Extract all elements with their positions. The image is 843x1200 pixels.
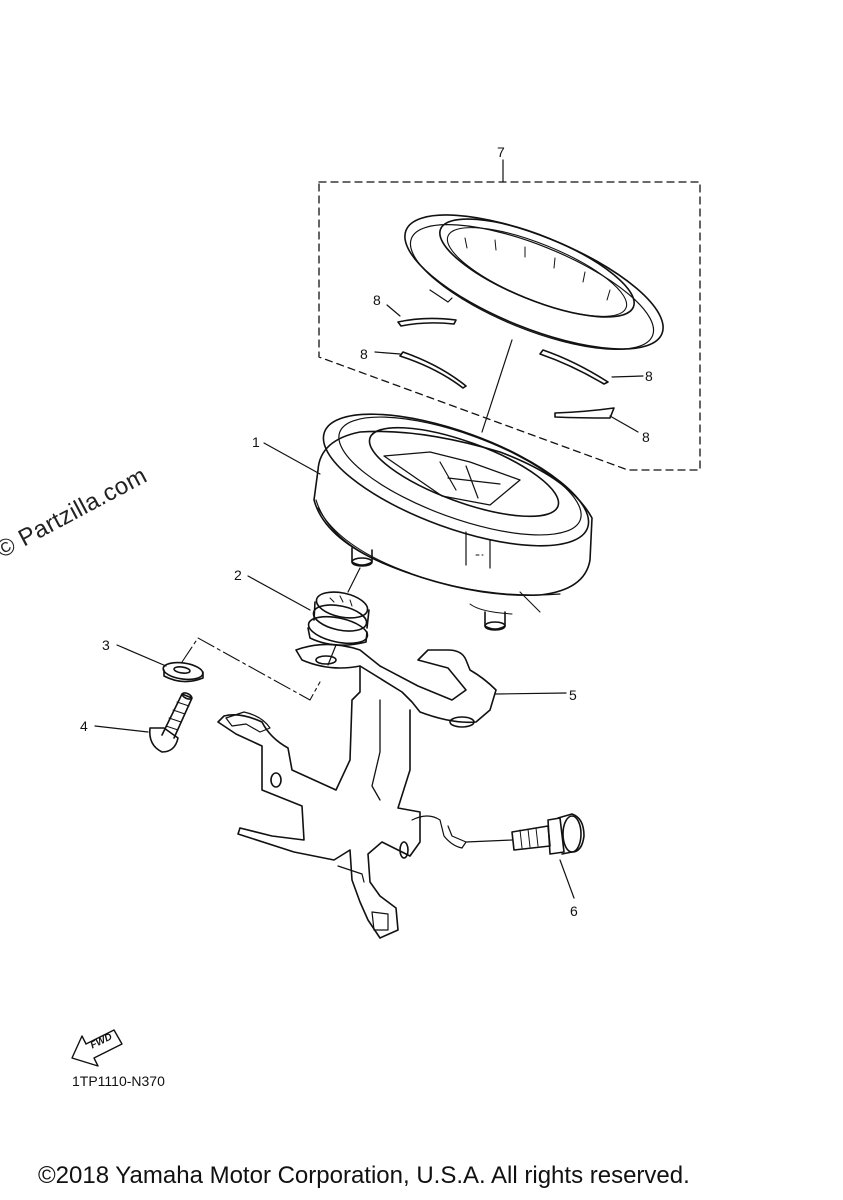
fwd-arrow-icon (71, 1029, 123, 1067)
lens-strip-8d (554, 407, 615, 419)
screw-4 (148, 692, 193, 753)
leader-3 (116, 644, 167, 667)
leader-4 (94, 725, 149, 733)
callout-6: 6 (570, 903, 578, 919)
washer-3 (162, 661, 204, 683)
copyright-footer: ©2018 Yamaha Motor Corporation, U.S.A. A… (38, 1162, 690, 1189)
callout-8-right: 8 (645, 368, 653, 384)
callout-5: 5 (569, 687, 577, 703)
meter-assembly (313, 413, 593, 631)
callout-1: 1 (252, 434, 260, 450)
leader-1 (263, 442, 321, 475)
lens-strip-8b (399, 351, 467, 389)
figure-code: 1TP1110-N370 (72, 1073, 165, 1089)
callout-3: 3 (102, 637, 110, 653)
leader-5 (495, 692, 567, 695)
bolt-6 (465, 813, 585, 855)
bracket-5 (217, 643, 497, 939)
leader-6 (559, 859, 575, 899)
callout-4: 4 (80, 718, 88, 734)
callout-8-lower-right: 8 (642, 429, 650, 445)
damper-2 (307, 591, 370, 646)
lens-strip-8c (539, 349, 609, 385)
lens-strip-8a (397, 317, 457, 327)
callout-8-upper-left: 8 (373, 292, 381, 308)
bezel-ring (404, 214, 664, 350)
callout-7: 7 (497, 144, 505, 160)
callout-8-left: 8 (360, 346, 368, 362)
callout-2: 2 (234, 567, 242, 583)
assembly-7-dashed-box (318, 181, 701, 471)
leader-2 (247, 575, 311, 611)
